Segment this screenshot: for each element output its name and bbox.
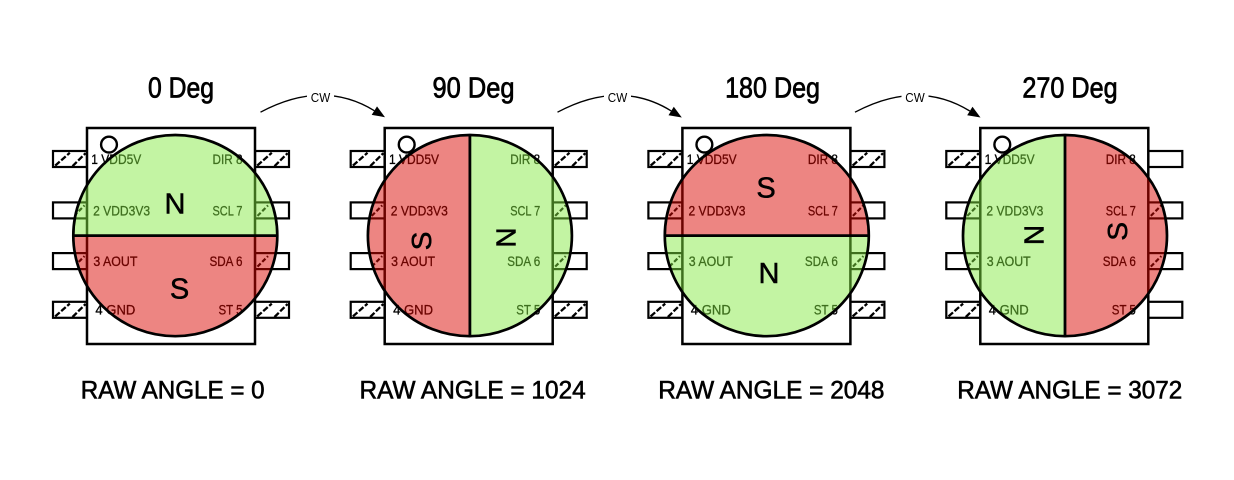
svg-text:SCL 7: SCL 7 <box>213 203 243 218</box>
svg-text:2 VDD3V3: 2 VDD3V3 <box>93 203 150 218</box>
svg-text:270 Deg: 270 Deg <box>1022 72 1117 104</box>
svg-text:CW: CW <box>311 91 331 105</box>
svg-text:4 GND: 4 GND <box>393 303 433 318</box>
svg-text:3 AOUT: 3 AOUT <box>987 254 1031 269</box>
svg-text:1 VDD5V: 1 VDD5V <box>687 152 737 167</box>
svg-text:2 VDD3V3: 2 VDD3V3 <box>391 203 448 218</box>
svg-text:S: S <box>170 273 189 305</box>
svg-text:SCL 7: SCL 7 <box>1106 203 1136 218</box>
svg-text:RAW ANGLE = 2048: RAW ANGLE = 2048 <box>658 377 884 405</box>
svg-text:SDA 6: SDA 6 <box>507 254 540 269</box>
svg-text:N: N <box>1019 225 1050 245</box>
svg-text:SCL 7: SCL 7 <box>510 203 540 218</box>
svg-text:SDA 6: SDA 6 <box>1103 254 1136 269</box>
svg-text:90 Deg: 90 Deg <box>433 72 515 104</box>
svg-text:180 Deg: 180 Deg <box>725 72 820 104</box>
svg-text:1 VDD5V: 1 VDD5V <box>389 152 439 167</box>
svg-text:RAW ANGLE = 1024: RAW ANGLE = 1024 <box>360 377 586 405</box>
svg-text:4 GND: 4 GND <box>95 303 135 318</box>
svg-text:CW: CW <box>608 91 628 105</box>
svg-text:N: N <box>759 258 780 290</box>
svg-text:SDA 6: SDA 6 <box>210 254 243 269</box>
svg-text:3 AOUT: 3 AOUT <box>391 254 435 269</box>
svg-text:3 AOUT: 3 AOUT <box>93 254 137 269</box>
svg-text:1 VDD5V: 1 VDD5V <box>985 152 1035 167</box>
svg-text:RAW ANGLE = 3072: RAW ANGLE = 3072 <box>957 377 1182 405</box>
svg-text:SCL 7: SCL 7 <box>808 203 838 218</box>
svg-text:RAW ANGLE = 0: RAW ANGLE = 0 <box>81 377 265 405</box>
svg-text:S: S <box>1102 222 1133 241</box>
svg-text:CW: CW <box>905 91 925 105</box>
svg-text:0 Deg: 0 Deg <box>148 72 214 104</box>
svg-text:N: N <box>491 227 522 247</box>
svg-text:N: N <box>165 188 186 220</box>
svg-text:SDA 6: SDA 6 <box>805 254 838 269</box>
svg-text:S: S <box>406 232 437 251</box>
svg-text:S: S <box>756 172 775 204</box>
svg-text:2 VDD3V3: 2 VDD3V3 <box>689 203 746 218</box>
svg-text:4 GND: 4 GND <box>989 303 1029 318</box>
svg-text:3 AOUT: 3 AOUT <box>689 254 733 269</box>
svg-text:ST 5: ST 5 <box>219 303 243 318</box>
svg-text:2 VDD3V3: 2 VDD3V3 <box>986 203 1043 218</box>
